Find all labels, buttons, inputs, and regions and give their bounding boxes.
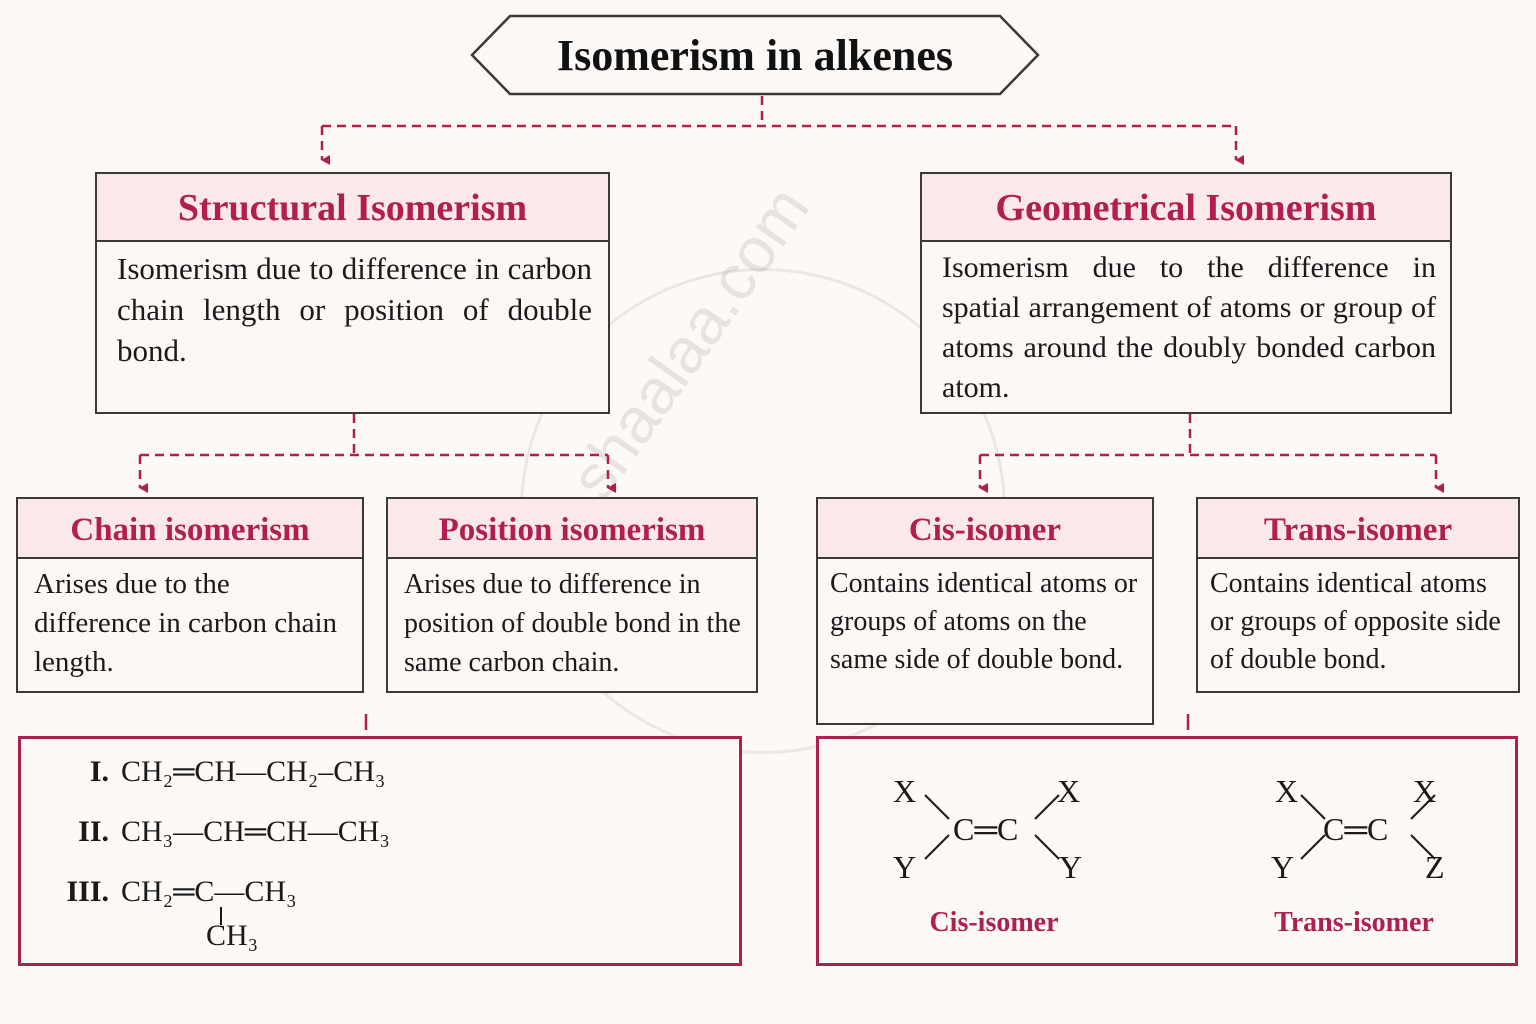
trans-molecule-label: Trans-isomer bbox=[1274, 907, 1434, 938]
cis-bottom-left: Y bbox=[893, 849, 917, 885]
geometrical-isomerism-description: Isomerism due to the difference in spati… bbox=[942, 251, 1436, 404]
geometrical-examples-box: X X Y Y C═C Cis-isomer X X Y Z C═C Trans… bbox=[816, 736, 1518, 966]
geometrical-isomerism-box: Geometrical Isomerism Isomerism due to t… bbox=[920, 172, 1452, 414]
example-formula: CH₂═CH—CH₂–CH₃ bbox=[121, 755, 386, 788]
structural-isomerism-box: Structural Isomerism Isomerism due to di… bbox=[95, 172, 610, 414]
cis-center: C═C bbox=[953, 811, 1019, 847]
cis-isomer-heading: Cis-isomer bbox=[818, 499, 1152, 559]
chain-isomerism-heading: Chain isomerism bbox=[18, 499, 362, 559]
chain-isomerism-box: Chain isomerism Arises due to the differ… bbox=[16, 497, 364, 693]
example-formula: CH₂═C—CH₃ bbox=[121, 875, 297, 908]
example-formula-2: II. CH₃—CH═CH—CH₃ bbox=[49, 815, 390, 849]
trans-top-left: X bbox=[1275, 773, 1299, 809]
cis-isomer-box: Cis-isomer Contains identical atoms or g… bbox=[816, 497, 1154, 725]
position-isomerism-box: Position isomerism Arises due to differe… bbox=[386, 497, 758, 693]
trans-center: C═C bbox=[1323, 811, 1389, 847]
position-isomerism-description: Arises due to difference in position of … bbox=[404, 569, 741, 678]
geometrical-isomerism-heading: Geometrical Isomerism bbox=[922, 174, 1450, 242]
trans-isomer-heading: Trans-isomer bbox=[1198, 499, 1518, 559]
trans-isomer-description: Contains identical atoms or groups of op… bbox=[1210, 568, 1501, 675]
structural-isomerism-heading: Structural Isomerism bbox=[97, 174, 608, 242]
trans-bottom-right: Z bbox=[1425, 849, 1445, 885]
structural-isomerism-description: Isomerism due to difference in carbon ch… bbox=[117, 251, 592, 368]
cis-top-left: X bbox=[893, 773, 917, 809]
example-label: I. bbox=[89, 755, 109, 788]
example-label: III. bbox=[66, 875, 109, 908]
example-formula: CH₃—CH═CH—CH₃ bbox=[121, 815, 390, 848]
cis-top-right: X bbox=[1057, 773, 1081, 809]
cis-isomer-description: Contains identical atoms or groups of at… bbox=[830, 568, 1138, 675]
page-title: Isomerism in alkenes bbox=[557, 31, 953, 80]
trans-molecule bbox=[1300, 794, 1436, 860]
example-label: II. bbox=[78, 815, 109, 848]
example-formula-1: I. CH₂═CH—CH₂–CH₃ bbox=[49, 755, 386, 789]
trans-isomer-box: Trans-isomer Contains identical atoms or… bbox=[1196, 497, 1520, 693]
cis-molecule bbox=[924, 794, 1060, 860]
example-branch: CH₃ bbox=[206, 919, 259, 952]
cis-molecule-label: Cis-isomer bbox=[929, 907, 1059, 938]
structural-examples-box: I. CH₂═CH—CH₂–CH₃ II. CH₃—CH═CH—CH₃ III. CH… bbox=[18, 736, 742, 966]
trans-top-right: X bbox=[1413, 773, 1437, 809]
title-banner: Isomerism in alkenes bbox=[470, 14, 1040, 96]
trans-bottom-left: Y bbox=[1271, 849, 1295, 885]
cis-bottom-right: Y bbox=[1059, 849, 1083, 885]
example-formula-3: III. CH₂═C—CH₃ bbox=[49, 875, 297, 909]
branch-bond bbox=[220, 907, 222, 925]
position-isomerism-heading: Position isomerism bbox=[388, 499, 756, 559]
chain-isomerism-description: Arises due to the difference in carbon c… bbox=[34, 568, 337, 678]
